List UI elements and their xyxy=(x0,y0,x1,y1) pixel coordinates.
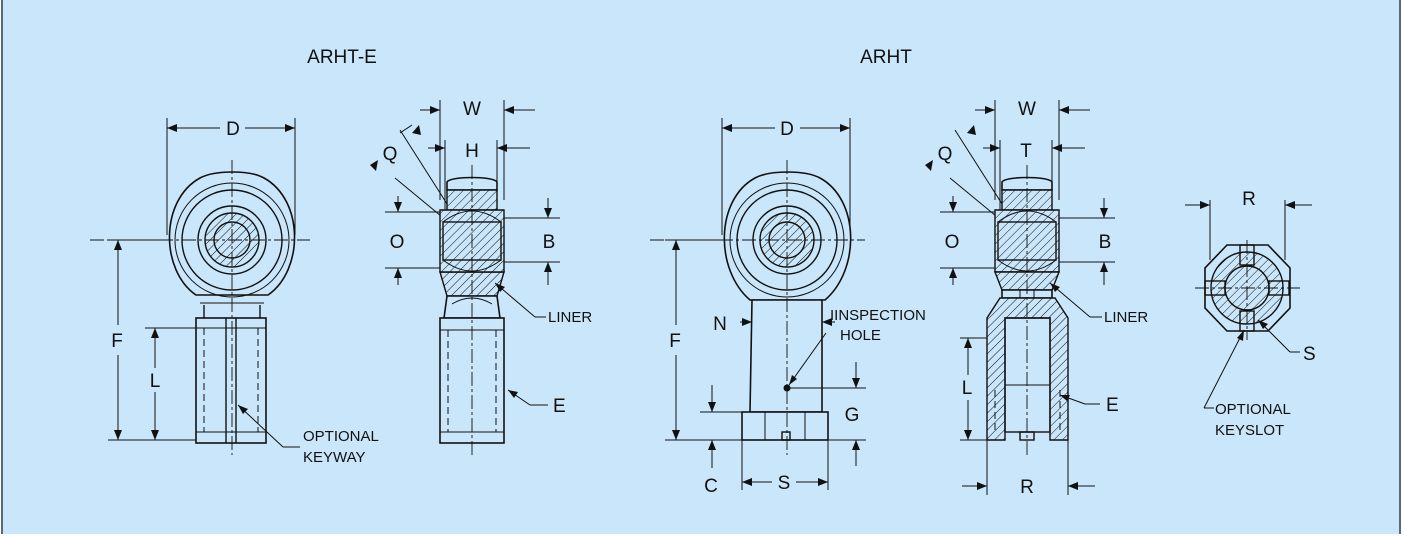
dim-f-label-right: F xyxy=(669,331,681,352)
inspection-hole-line1: IINSPECTION xyxy=(830,307,926,324)
arht-end-view: R S OPTIONAL KEYSLOT xyxy=(1185,189,1316,439)
dim-b-label-right: B xyxy=(1099,232,1112,253)
dim-l-label-right: L xyxy=(962,378,973,399)
dim-e-label-left: E xyxy=(553,396,566,417)
title-arht: ARHT xyxy=(860,47,912,68)
optional-keyslot-line1: OPTIONAL xyxy=(1215,401,1291,418)
arht-front-view: D F N xyxy=(650,118,926,497)
liner-label-right: LINER xyxy=(1104,309,1148,326)
dim-n-label: N xyxy=(713,314,727,335)
dim-c-label: C xyxy=(704,476,718,497)
dim-g-label: G xyxy=(845,405,860,426)
dim-o-label-right: O xyxy=(945,232,960,253)
dim-r-label-top: R xyxy=(1242,189,1256,210)
dim-s-label-end: S xyxy=(1303,344,1316,365)
dim-b-label-left: B xyxy=(543,232,556,253)
optional-keyway-line2: KEYWAY xyxy=(303,449,366,466)
dim-l-label-left: L xyxy=(150,371,161,392)
dim-e-label-right: E xyxy=(1106,395,1119,416)
liner-label-left: LINER xyxy=(548,309,592,326)
arht-side-view: W T Q xyxy=(925,99,1148,498)
dim-w-label-right: W xyxy=(1018,99,1036,120)
dim-o-label-left: O xyxy=(390,232,405,253)
dim-q-label-left: Q xyxy=(383,144,398,165)
dim-h-label: H xyxy=(465,141,479,162)
dim-w-label-left: W xyxy=(463,99,481,120)
optional-keyway-line1: OPTIONAL xyxy=(303,428,379,445)
dim-r-label-bottom: R xyxy=(1020,477,1034,498)
inspection-hole-line2: HOLE xyxy=(840,327,881,344)
dim-t-label: T xyxy=(1020,141,1032,162)
arht-e-side-view: W H Q xyxy=(370,99,592,455)
dim-d-label: D xyxy=(226,119,240,140)
dim-d-label-right: D xyxy=(780,119,794,140)
dim-s-label-bottom: S xyxy=(778,473,791,494)
title-arht-e: ARHT-E xyxy=(307,47,377,68)
dim-f-label-left: F xyxy=(111,331,123,352)
arht-e-front-view: D F L xyxy=(90,118,379,466)
optional-keyslot-line2: KEYSLOT xyxy=(1215,422,1284,439)
dim-q-label-right: Q xyxy=(938,144,953,165)
